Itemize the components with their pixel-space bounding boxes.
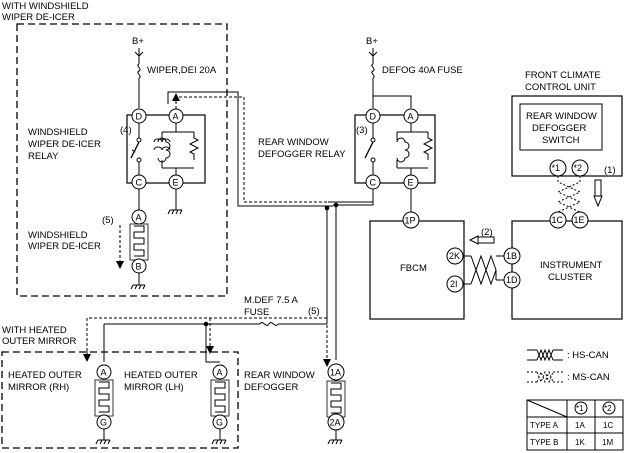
relay1-pin-a: A [173, 112, 179, 122]
ic-label-1: INSTRUMENT [540, 260, 602, 271]
wwd-label-1: WINDSHIELD [28, 230, 88, 241]
table-row-a-c1: 1A [575, 421, 585, 430]
hom-rh-label-1: HEATED OUTER [8, 370, 82, 381]
note-1: (1) [604, 165, 616, 176]
with-wiper-deicer-label-2: WIPER DE-ICER [2, 12, 75, 23]
defog-fuse-icon [371, 63, 375, 79]
connector-type-table: *1 *2 TYPE A 1A 1C TYPE B 1K 1M [526, 399, 624, 451]
rwd-pin-2a: 2A [330, 418, 341, 428]
ic-pin-1d: 1D [506, 275, 518, 285]
wiper-fuse-icon [137, 63, 141, 79]
ic-pin-1b: 1B [506, 251, 517, 261]
table-row-b-type: TYPE B [530, 438, 558, 447]
mirror-rh-pin-g: G [100, 418, 107, 428]
mdef-label-2: FUSE [244, 307, 269, 318]
wiper-deicer-heater-icon [133, 225, 145, 257]
rwds-label-1: REAR WINDOW [526, 111, 597, 122]
bplus-left-label: B+ [132, 36, 144, 47]
heated-mirror-option-box [1, 351, 239, 449]
mdef-fuse-icon [259, 322, 279, 326]
hom-lh-label-1: HEATED OUTER [124, 370, 198, 381]
wiper-deicer-option-box [16, 23, 228, 297]
table-header-2: *2 [604, 404, 612, 413]
table-row-a-type: TYPE A [530, 421, 559, 430]
note-4: (4) [120, 125, 132, 136]
ms-can-legend: : MS-CAN [567, 372, 610, 383]
table-row-b-c1: 1K [575, 438, 585, 447]
fbcm-pin-1p: 1P [405, 216, 416, 226]
note-5-left: (5) [102, 215, 114, 226]
fbcm-pin-2i: 2I [450, 279, 458, 289]
wwd-pin-b: B [136, 262, 142, 272]
hs-can-legend: : HS-CAN [567, 350, 609, 361]
wwdr-label-2: WIPER DE-ICER [28, 139, 101, 150]
instrument-cluster-box [511, 220, 623, 320]
relay1-pin-d: D [136, 112, 143, 122]
mirror-rh-pin-a: A [101, 368, 107, 378]
relay2-pin-c: C [370, 178, 377, 188]
wiper-deicer-relay-box [126, 114, 206, 184]
fccu-box [511, 95, 623, 177]
mirror-lh-pin-g: G [216, 418, 223, 428]
mirror-lh-pin-a: A [217, 368, 223, 378]
wwdr-label-3: RELAY [28, 151, 59, 162]
with-mirror-label-1: WITH HEATED [2, 325, 67, 336]
table-header-1: *1 [576, 404, 584, 413]
rwd-label-1: REAR WINDOW [244, 370, 315, 381]
bplus-right-label: B+ [366, 36, 378, 47]
wwd-label-2: WIPER DE-ICER [28, 241, 101, 252]
wwdr-label-1: WINDSHIELD [28, 127, 88, 138]
with-mirror-label-2: OUTER MIRROR [2, 336, 77, 347]
note-2: (2) [481, 227, 493, 238]
note-5-right: (5) [308, 306, 320, 317]
mirror-rh-heater-icon [94, 379, 114, 417]
fbcm-pin-2k: 2K [449, 251, 460, 261]
rwds-label-2: DEFOGGER [532, 123, 587, 134]
relay2-pin-a: A [408, 112, 414, 122]
relay1-pin-e: E [173, 178, 179, 188]
ic-label-2: CLUSTER [548, 272, 592, 283]
hom-lh-label-2: MIRROR (LH) [124, 382, 184, 393]
hs-can-legend-icon [536, 348, 554, 362]
ms-can-legend-icon [536, 370, 554, 384]
rwdr-label-2: DEFOGGER RELAY [258, 149, 346, 160]
fccu-pin-s1: *1 [552, 163, 561, 173]
rwd-switch-box[interactable] [519, 103, 603, 151]
rwdr-label-1: REAR WINDOW [258, 137, 329, 148]
with-wiper-deicer-label-1: WITH WINDSHIELD [2, 1, 89, 12]
relay2-pin-d: D [370, 112, 377, 122]
table-row-a-c2: 1C [603, 421, 613, 430]
defogger-relay-box [354, 114, 436, 184]
mirror-lh-heater-icon [210, 379, 230, 417]
relay2-pin-e: E [408, 178, 414, 188]
ic-pin-1e: 1E [574, 215, 585, 225]
table-row-b-c2: 1M [602, 438, 613, 447]
relay1-pin-c: C [136, 178, 143, 188]
rear-defogger-heater-icon [326, 380, 346, 418]
hom-rh-label-2: MIRROR (RH) [8, 382, 69, 393]
ms-can-twisted-pair [556, 176, 582, 213]
fbcm-label: FBCM [400, 263, 427, 274]
rwds-label-3: SWITCH [542, 135, 580, 146]
fccu-pin-s2: *2 [574, 163, 583, 173]
wiper-fuse-label: WIPER,DEI 20A [147, 65, 217, 76]
mdef-label-1: M.DEF 7.5 A [244, 295, 299, 306]
fccu-label-2: CONTROL UNIT [525, 82, 596, 93]
wwd-pin-a: A [136, 213, 142, 223]
hs-can-twisted-pair [470, 254, 497, 286]
fccu-label-1: FRONT CLIMATE [525, 70, 601, 81]
rwd-label-2: DEFOGGER [244, 382, 299, 393]
rwd-pin-1a: 1A [330, 368, 341, 378]
ic-pin-1c: 1C [552, 215, 564, 225]
defog-fuse-label: DEFOG 40A FUSE [382, 65, 463, 76]
note-3: (3) [356, 125, 368, 136]
